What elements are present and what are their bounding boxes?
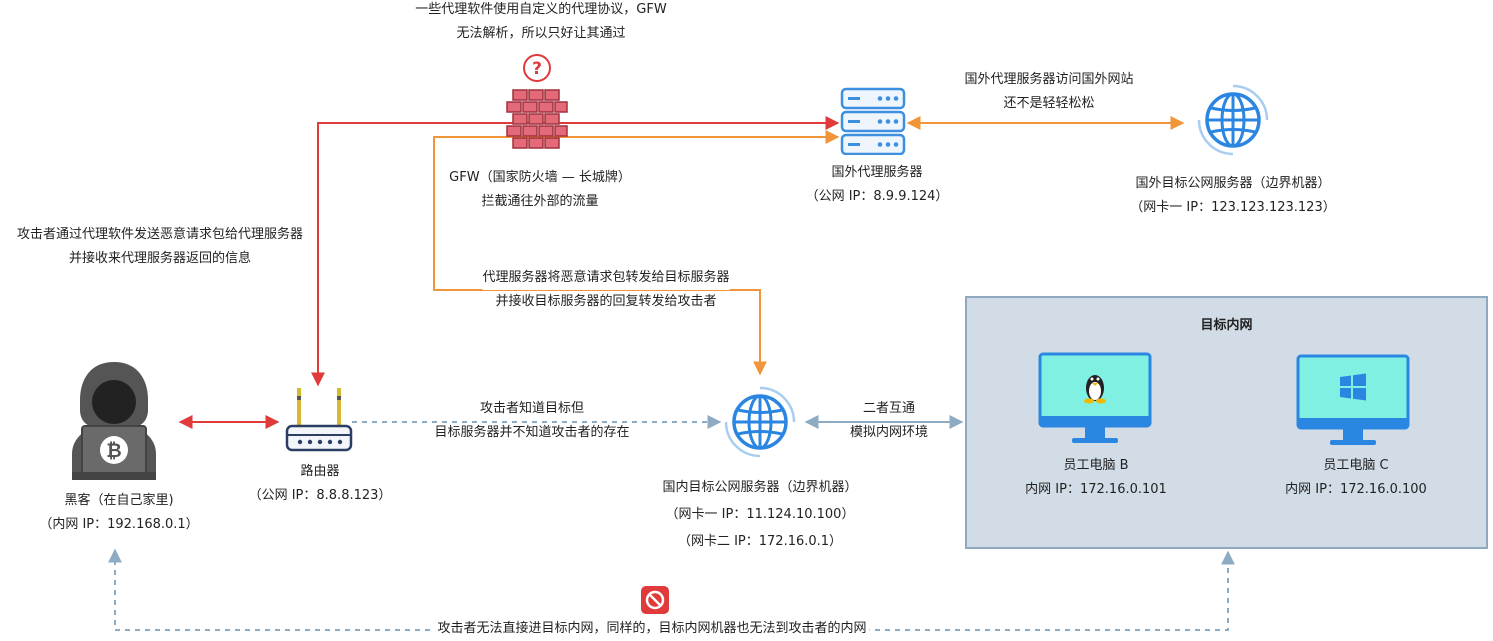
attacker-note-line2: 并接收来代理服务器返回的信息 bbox=[68, 251, 252, 266]
attacker-note: 攻击者通过代理软件发送恶意请求包给代理服务器 并接收来代理服务器返回的信息 bbox=[17, 223, 303, 271]
firewall-brick-icon bbox=[505, 88, 569, 152]
hacker-name: 黑客（在自己家里) bbox=[64, 493, 174, 508]
svg-text:?: ? bbox=[532, 59, 542, 79]
router-icon bbox=[284, 386, 354, 454]
domestic-target-ip1: （网卡一 IP：11.124.10.100） bbox=[665, 507, 855, 522]
domestic-target-label: 国内目标公网服务器（边界机器） （网卡一 IP：11.124.10.100） （… bbox=[662, 476, 857, 554]
knows-note: 攻击者知道目标但 目标服务器并不知道攻击者的存在 bbox=[434, 397, 629, 445]
blocked-dashed-path bbox=[108, 548, 1235, 631]
hacker-bitcoin-icon: ₿ bbox=[66, 358, 162, 484]
gfw-note-line2: 无法解析，所以只好让其通过 bbox=[456, 26, 626, 41]
gfw-label-line1: GFW（国家防火墙 — 长城牌） bbox=[449, 170, 631, 185]
proxy-to-target-line1: 国外代理服务器访问国外网站 bbox=[964, 72, 1134, 87]
pc-c-label: 员工电脑 C 内网 IP：172.16.0.100 bbox=[1285, 454, 1427, 502]
router-name: 路由器 bbox=[300, 464, 340, 479]
proxy-to-target-note: 国外代理服务器访问国外网站 还不是轻轻松松 bbox=[964, 68, 1133, 116]
proxy-server-name: 国外代理服务器 bbox=[831, 165, 923, 180]
gfw-note-line1: 一些代理软件使用自定义的代理协议，GFW bbox=[415, 2, 667, 17]
attacker-proxy-red-path bbox=[311, 116, 840, 387]
linux-monitor-icon bbox=[1038, 352, 1152, 448]
pc-b-ip: 内网 IP：172.16.0.101 bbox=[1025, 482, 1167, 497]
proxy-server-label: 国外代理服务器 （公网 IP：8.9.9.124） bbox=[806, 161, 949, 209]
gfw-label-line2: 拦截通往外部的流量 bbox=[481, 194, 599, 209]
foreign-target-name: 国外目标公网服务器（边界机器） bbox=[1135, 176, 1331, 191]
gfw-note: 一些代理软件使用自定义的代理协议，GFW 无法解析，所以只好让其通过 bbox=[415, 0, 666, 46]
pc-c-name: 员工电脑 C bbox=[1323, 458, 1389, 473]
attacker-note-line1: 攻击者通过代理软件发送恶意请求包给代理服务器 bbox=[16, 227, 304, 242]
domestic-target-ip2: （网卡二 IP：172.16.0.1） bbox=[677, 534, 843, 549]
knows-note-line1: 攻击者知道目标但 bbox=[479, 401, 585, 416]
interconnect-note: 二者互通 模拟内网环境 bbox=[850, 397, 928, 445]
question-circle-icon: ? bbox=[522, 53, 552, 83]
forward-note-line1: 代理服务器将恶意请求包转发给目标服务器 bbox=[482, 266, 730, 290]
domestic-target-name: 国内目标公网服务器（边界机器） bbox=[662, 480, 858, 495]
knows-note-line2: 目标服务器并不知道攻击者的存在 bbox=[434, 425, 630, 440]
forward-note: 代理服务器将恶意请求包转发给目标服务器 并接收目标服务器的回复转发给攻击者 bbox=[482, 266, 730, 314]
foreign-target-ip: （网卡一 IP：123.123.123.123） bbox=[1130, 200, 1336, 215]
router-ip: （公网 IP：8.8.8.123） bbox=[248, 488, 392, 503]
svg-text:₿: ₿ bbox=[106, 440, 121, 462]
globe-icon bbox=[1195, 82, 1271, 158]
target-intranet-box: 目标内网 员工电脑 B 内网 IP：172.16.0.101 bbox=[965, 296, 1488, 549]
pc-b-name: 员工电脑 B bbox=[1063, 458, 1129, 473]
no-entry-icon bbox=[641, 586, 669, 614]
blocked-note: 攻击者无法直接进目标内网，同样的，目标内网机器也无法到攻击者的内网 bbox=[434, 617, 870, 641]
pc-b-label: 员工电脑 B 内网 IP：172.16.0.101 bbox=[1025, 454, 1167, 502]
server-rack-icon bbox=[840, 87, 906, 156]
interconnect-note-line1: 二者互通 bbox=[862, 401, 916, 416]
proxy-server-ip: （公网 IP：8.9.9.124） bbox=[805, 189, 949, 204]
hacker-label: 黑客（在自己家里) （内网 IP：192.168.0.1） bbox=[39, 489, 198, 537]
proxy-target-orange-path bbox=[433, 130, 840, 376]
globe-icon bbox=[722, 384, 798, 460]
gfw-label: GFW（国家防火墙 — 长城牌） 拦截通往外部的流量 bbox=[449, 166, 631, 214]
proxy-to-target-line2: 还不是轻轻松松 bbox=[1003, 96, 1095, 111]
forward-note-line2: 并接收目标服务器的回复转发给攻击者 bbox=[495, 294, 717, 309]
interconnect-note-line2: 模拟内网环境 bbox=[849, 425, 929, 440]
foreign-target-label: 国外目标公网服务器（边界机器） （网卡一 IP：123.123.123.123） bbox=[1130, 172, 1335, 220]
hacker-ip: （内网 IP：192.168.0.1） bbox=[39, 517, 199, 532]
pc-c-ip: 内网 IP：172.16.0.100 bbox=[1285, 482, 1427, 497]
router-label: 路由器 （公网 IP：8.8.8.123） bbox=[249, 460, 392, 508]
windows-monitor-icon bbox=[1296, 354, 1410, 450]
intranet-title: 目标内网 bbox=[1200, 318, 1253, 333]
